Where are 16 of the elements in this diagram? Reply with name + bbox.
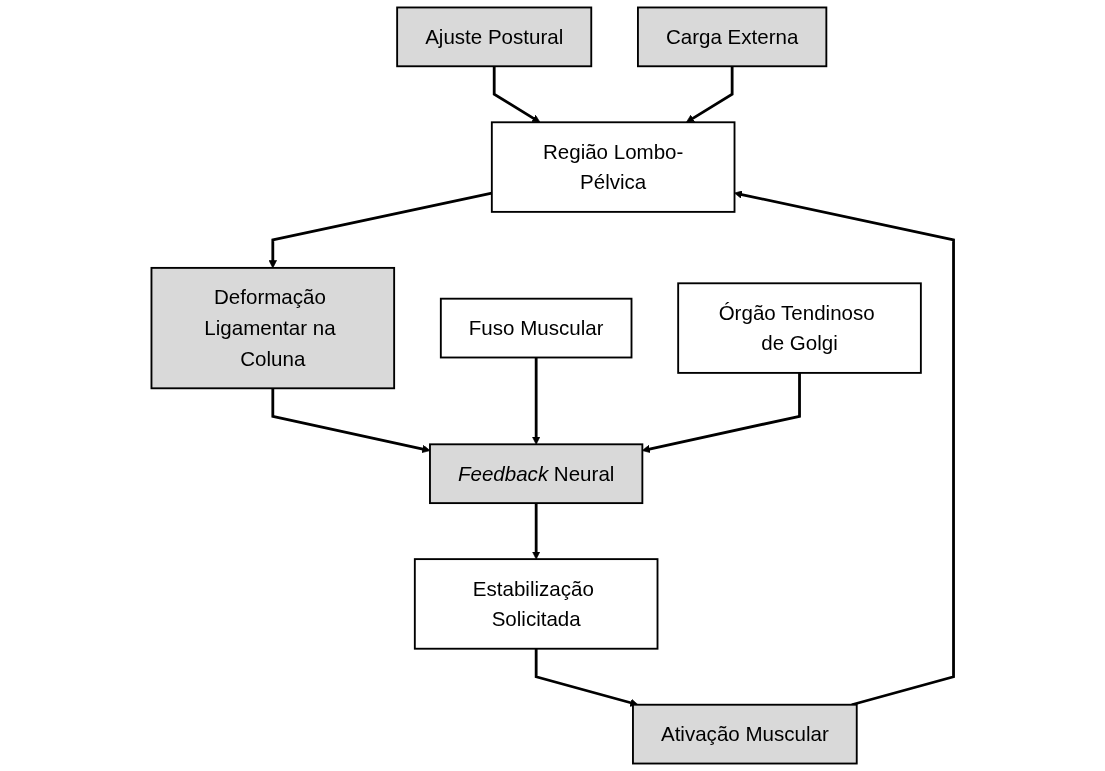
node-box: Fuso Muscular [439, 297, 633, 359]
arrow [532, 357, 541, 445]
arrow [532, 503, 541, 560]
node-box: Órgão Tendinoso de Golgi [677, 282, 922, 374]
node-box: Ativação Muscular [632, 703, 858, 765]
node-box: Ajuste Postural [396, 6, 593, 68]
node-box: Carga Externa [637, 6, 828, 68]
node-box: Estabilização Solicitada [413, 558, 659, 650]
arrow [642, 372, 801, 453]
arrow [534, 648, 639, 707]
node-box: Deformação Ligamentar na Coluna [150, 266, 396, 390]
arrow [734, 190, 955, 707]
arrow [686, 66, 734, 123]
arrow [492, 66, 541, 123]
node-box: Feedback Neural [429, 443, 644, 505]
node-box: Região Lombo-Pélvica [490, 121, 736, 213]
